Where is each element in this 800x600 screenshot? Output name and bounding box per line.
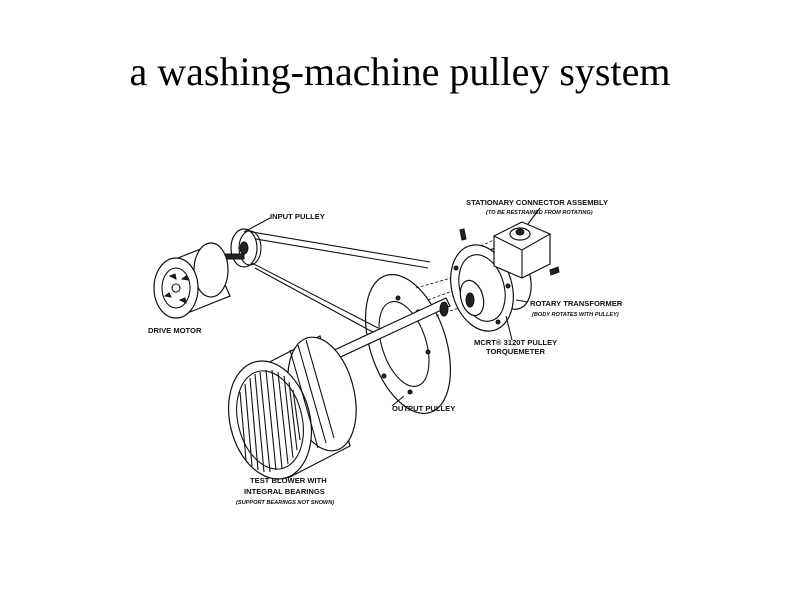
label-rotary-transformer: ROTARY TRANSFORMER bbox=[530, 299, 623, 308]
drive-belt bbox=[237, 229, 431, 337]
label-test-blower-line2: INTEGRAL BEARINGS bbox=[244, 487, 325, 496]
note-test-blower: (SUPPORT BEARINGS NOT SHOWN) bbox=[236, 500, 334, 506]
input-pulley bbox=[221, 228, 262, 268]
drive-motor bbox=[153, 242, 231, 319]
label-test-blower-line1: TEST BLOWER WITH bbox=[250, 476, 327, 485]
stationary-connector bbox=[459, 221, 560, 279]
test-blower bbox=[227, 335, 357, 480]
label-output-pulley: OUTPUT PULLEY bbox=[392, 404, 455, 413]
note-stationary-connector: (TO BE RESTRAINED FROM ROTATING) bbox=[486, 210, 593, 216]
slide-title: a washing-machine pulley system bbox=[129, 49, 671, 94]
label-stationary-connector: STATIONARY CONNECTOR ASSEMBLY bbox=[466, 198, 608, 207]
note-rotary-transformer: (BODY ROTATES WITH PULLEY) bbox=[532, 312, 619, 318]
leader-lines bbox=[243, 207, 541, 407]
label-mcrt-line2: TORQUEMETER bbox=[486, 347, 545, 356]
label-input-pulley: INPUT PULLEY bbox=[270, 212, 325, 221]
label-mcrt-line1: MCRT® 3120T PULLEY bbox=[474, 338, 557, 347]
label-drive-motor: DRIVE MOTOR bbox=[148, 326, 202, 335]
